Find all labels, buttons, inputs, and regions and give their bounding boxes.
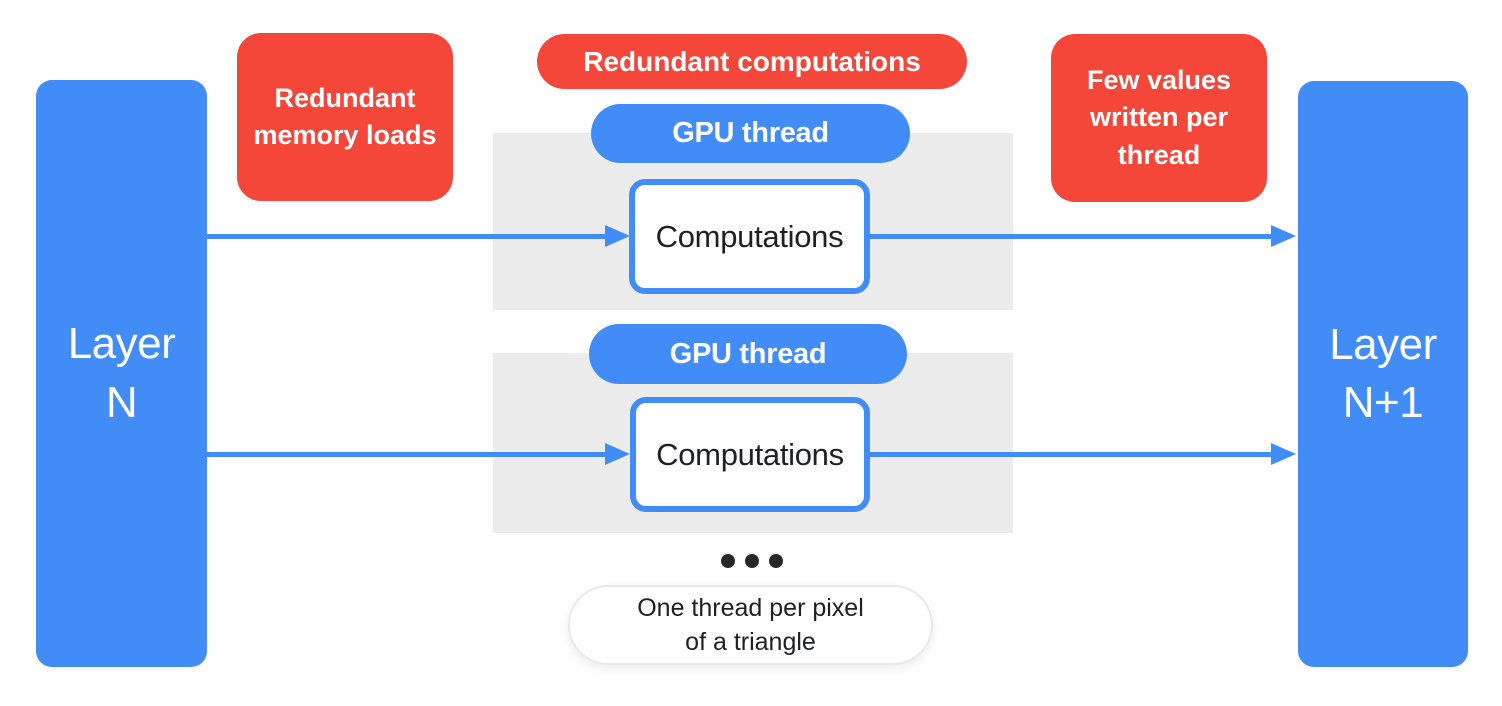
layer-n-label-line1: Layer: [67, 319, 176, 369]
gpu-thread-pill-1: GPU thread: [591, 104, 910, 163]
arrow-head-icon: [605, 225, 630, 247]
callout-computations-label: Redundant computations: [583, 45, 921, 77]
arrow-line-row2-right: [868, 452, 1272, 457]
callout-redundant-memory-loads: Redundant memory loads: [237, 33, 453, 201]
layer-n1-label-line2: N+1: [1342, 378, 1424, 427]
gpu-thread-pill-2: GPU thread: [589, 324, 907, 384]
gpu-thread-2-label: GPU thread: [669, 337, 827, 370]
callout-memory-label: Redundant memory loads: [253, 82, 437, 150]
ellipsis-dot: [745, 554, 759, 568]
note-one-thread-per-pixel: One thread per pixel of a triangle: [568, 585, 933, 665]
layer-n1-box: Layer N+1: [1298, 81, 1468, 667]
callout-redundant-computations: Redundant computations: [537, 34, 967, 89]
layer-n-box: Layer N: [36, 80, 207, 667]
note-line2: of a triangle: [685, 628, 816, 656]
layer-n1-label-line1: Layer: [1329, 319, 1437, 369]
layer-n-label-line2: N: [105, 377, 138, 427]
computations-box-1: Computations: [629, 179, 870, 294]
computations-1-label: Computations: [655, 218, 844, 254]
ellipsis-dot: [769, 554, 783, 568]
arrow-line-row1-left: [207, 234, 606, 239]
ellipsis-dot: [721, 554, 735, 568]
gpu-thread-1-label: GPU thread: [672, 117, 829, 149]
computations-2-label: Computations: [656, 436, 844, 472]
arrow-head-icon: [605, 443, 630, 465]
arrow-line-row1-right: [868, 234, 1272, 239]
computations-box-2: Computations: [630, 397, 870, 512]
arrow-head-icon: [1271, 443, 1296, 465]
callout-few-values-label: Few values written per thread: [1086, 65, 1232, 170]
note-line1: One thread per pixel: [637, 594, 864, 622]
callout-few-values-written: Few values written per thread: [1051, 34, 1267, 202]
arrow-head-icon: [1271, 225, 1296, 247]
arrow-line-row2-left: [207, 452, 606, 457]
